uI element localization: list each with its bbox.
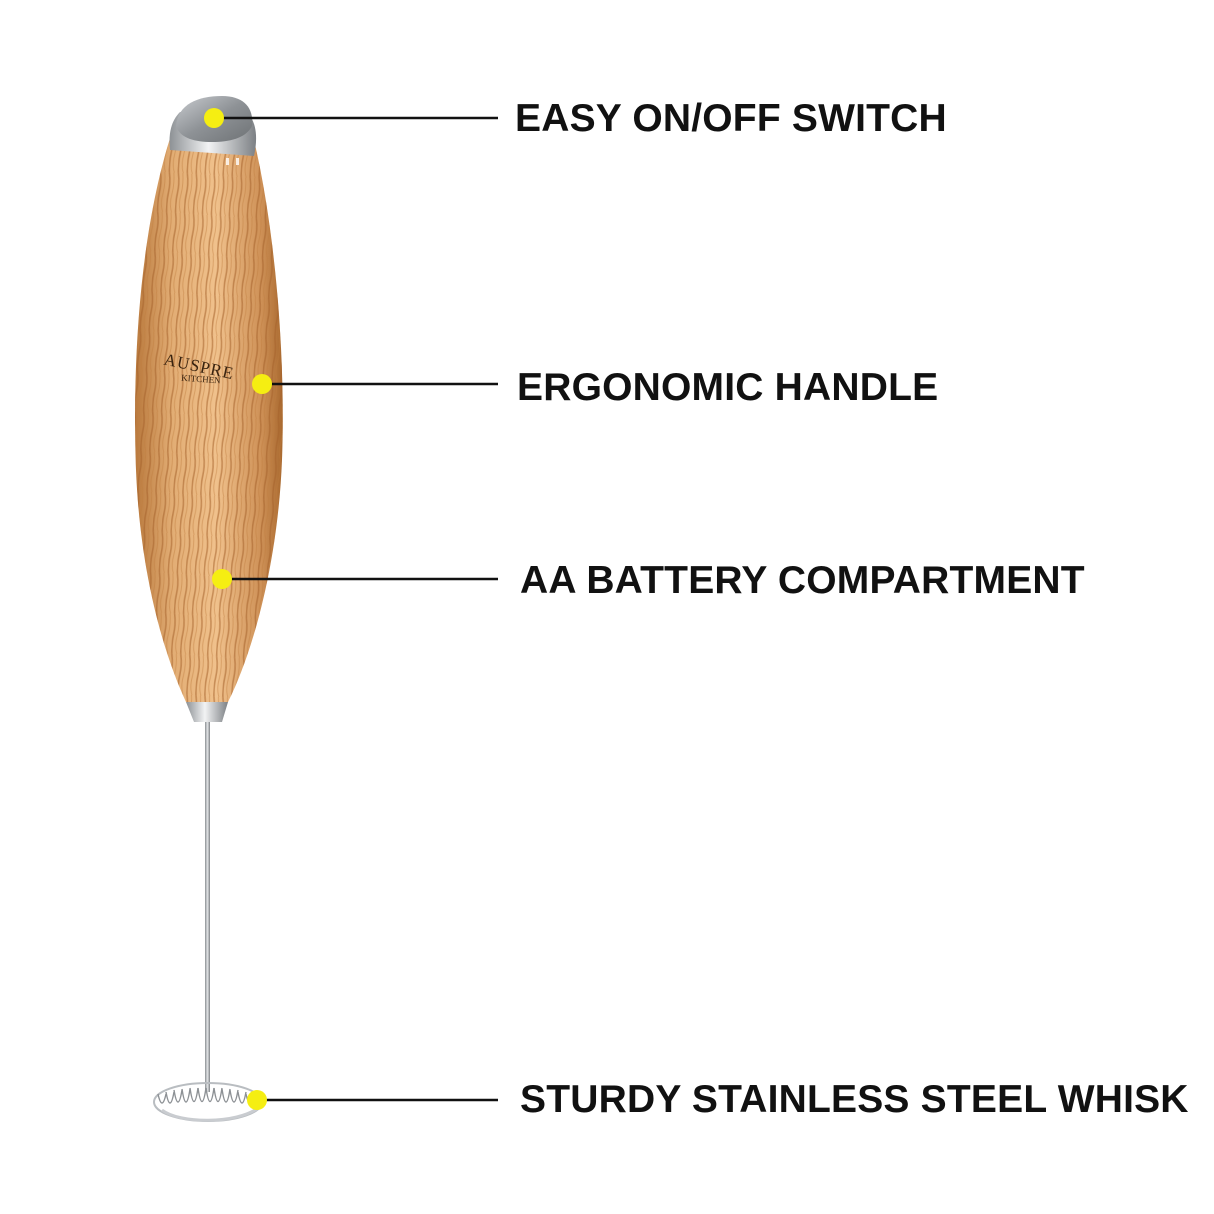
callout-label-battery: AA BATTERY COMPARTMENT xyxy=(520,559,1085,602)
marker-battery xyxy=(212,569,232,589)
brand-sub: KITCHEN xyxy=(181,373,222,386)
marker-handle xyxy=(252,374,272,394)
bottom-collar xyxy=(186,702,228,722)
marker-whisk xyxy=(247,1090,267,1110)
callout-label-switch: EASY ON/OFF SWITCH xyxy=(515,97,947,140)
leader-lines xyxy=(214,116,498,1102)
wood-handle xyxy=(135,132,283,702)
whisk-shaft xyxy=(205,722,210,1092)
marker-switch xyxy=(204,108,224,128)
callout-label-whisk: STURDY STAINLESS STEEL WHISK xyxy=(520,1078,1189,1121)
callout-label-handle: ERGONOMIC HANDLE xyxy=(517,366,939,409)
markers xyxy=(204,108,272,1110)
